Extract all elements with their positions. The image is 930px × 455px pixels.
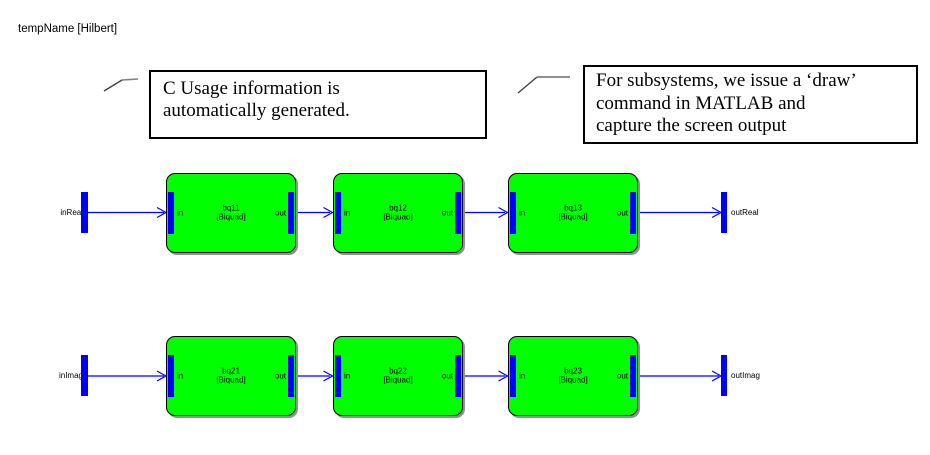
port-label-in: in [519, 208, 526, 218]
signal-label-outreal: outReal [731, 208, 759, 217]
port-label-in: in [519, 371, 526, 381]
input-port-bar [168, 354, 174, 397]
block-name: bq21 [Biquad] [216, 366, 246, 384]
port-label-out: out [274, 371, 286, 381]
block-name: bq23 [Biquad] [558, 366, 588, 384]
input-port-bar [510, 354, 516, 397]
signal-arrow [638, 370, 723, 382]
output-port-bar [630, 354, 636, 397]
block-bq22[interactable]: in bq22 [Biquad] out [333, 336, 463, 416]
callout-leader-line [103, 78, 139, 92]
input-port-bar [168, 191, 174, 234]
callout-text-line: capture the screen output [596, 115, 787, 136]
block-name: bq22 [Biquad] [383, 366, 413, 384]
block-bq12[interactable]: in bq12 [Biquad] out [333, 173, 463, 253]
output-port-bar [288, 354, 294, 397]
signal-arrow [296, 206, 334, 219]
callout-leader-line [517, 76, 570, 94]
input-terminal-bar [81, 355, 88, 396]
signal-arrow [638, 206, 723, 219]
callout-subsystems: For subsystems, we issue a ‘draw’ comman… [583, 65, 918, 144]
port-label-in: in [177, 208, 184, 218]
input-terminal-bar [81, 192, 88, 233]
signal-arrow [88, 206, 168, 219]
port-label-out: out [274, 208, 286, 218]
block-bq21[interactable]: in bq21 [Biquad] out [166, 336, 296, 416]
port-label-out: out [441, 371, 453, 381]
block-bq13[interactable]: in bq13 [Biquad] out [508, 173, 638, 253]
callout-text-line: C Usage information is [163, 78, 340, 99]
port-label-in: in [344, 371, 351, 381]
input-port-bar [510, 191, 516, 234]
output-port-bar [455, 354, 461, 397]
signal-arrow [465, 206, 509, 219]
output-terminal-bar [721, 355, 727, 396]
output-port-bar [630, 191, 636, 234]
callout-text-line: For subsystems, we issue a ‘draw’ [596, 70, 857, 91]
port-label-out: out [441, 208, 453, 218]
output-port-bar [288, 191, 294, 234]
callout-text-line: command in MATLAB and [596, 92, 806, 114]
signal-label-outimag: outImag [731, 371, 760, 380]
output-terminal-bar [721, 192, 727, 233]
callout-text-line: automatically generated. [163, 100, 350, 121]
input-port-bar [335, 191, 341, 234]
signal-arrow [88, 370, 168, 382]
port-label-out: out [616, 208, 628, 218]
signal-arrow [296, 370, 334, 382]
port-label-out: out [616, 371, 628, 381]
port-label-in: in [177, 371, 184, 381]
port-label-in: in [344, 208, 351, 218]
model-title: tempName [Hilbert] [18, 23, 118, 35]
signal-arrow [465, 370, 509, 382]
signal-label-inimag: inImag [58, 371, 83, 380]
block-bq23[interactable]: in bq23 [Biquad] out [508, 336, 638, 416]
block-name: bq11 [Biquad] [216, 203, 246, 221]
block-name: bq12 [Biquad] [383, 203, 413, 221]
callout-c-usage: C Usage information is automatically gen… [149, 70, 487, 139]
input-port-bar [335, 354, 341, 397]
output-port-bar [455, 191, 461, 234]
block-name: bq13 [Biquad] [558, 203, 588, 221]
signal-label-inreal: inReal [60, 208, 83, 217]
block-bq11[interactable]: in bq11 [Biquad] out [166, 173, 296, 253]
